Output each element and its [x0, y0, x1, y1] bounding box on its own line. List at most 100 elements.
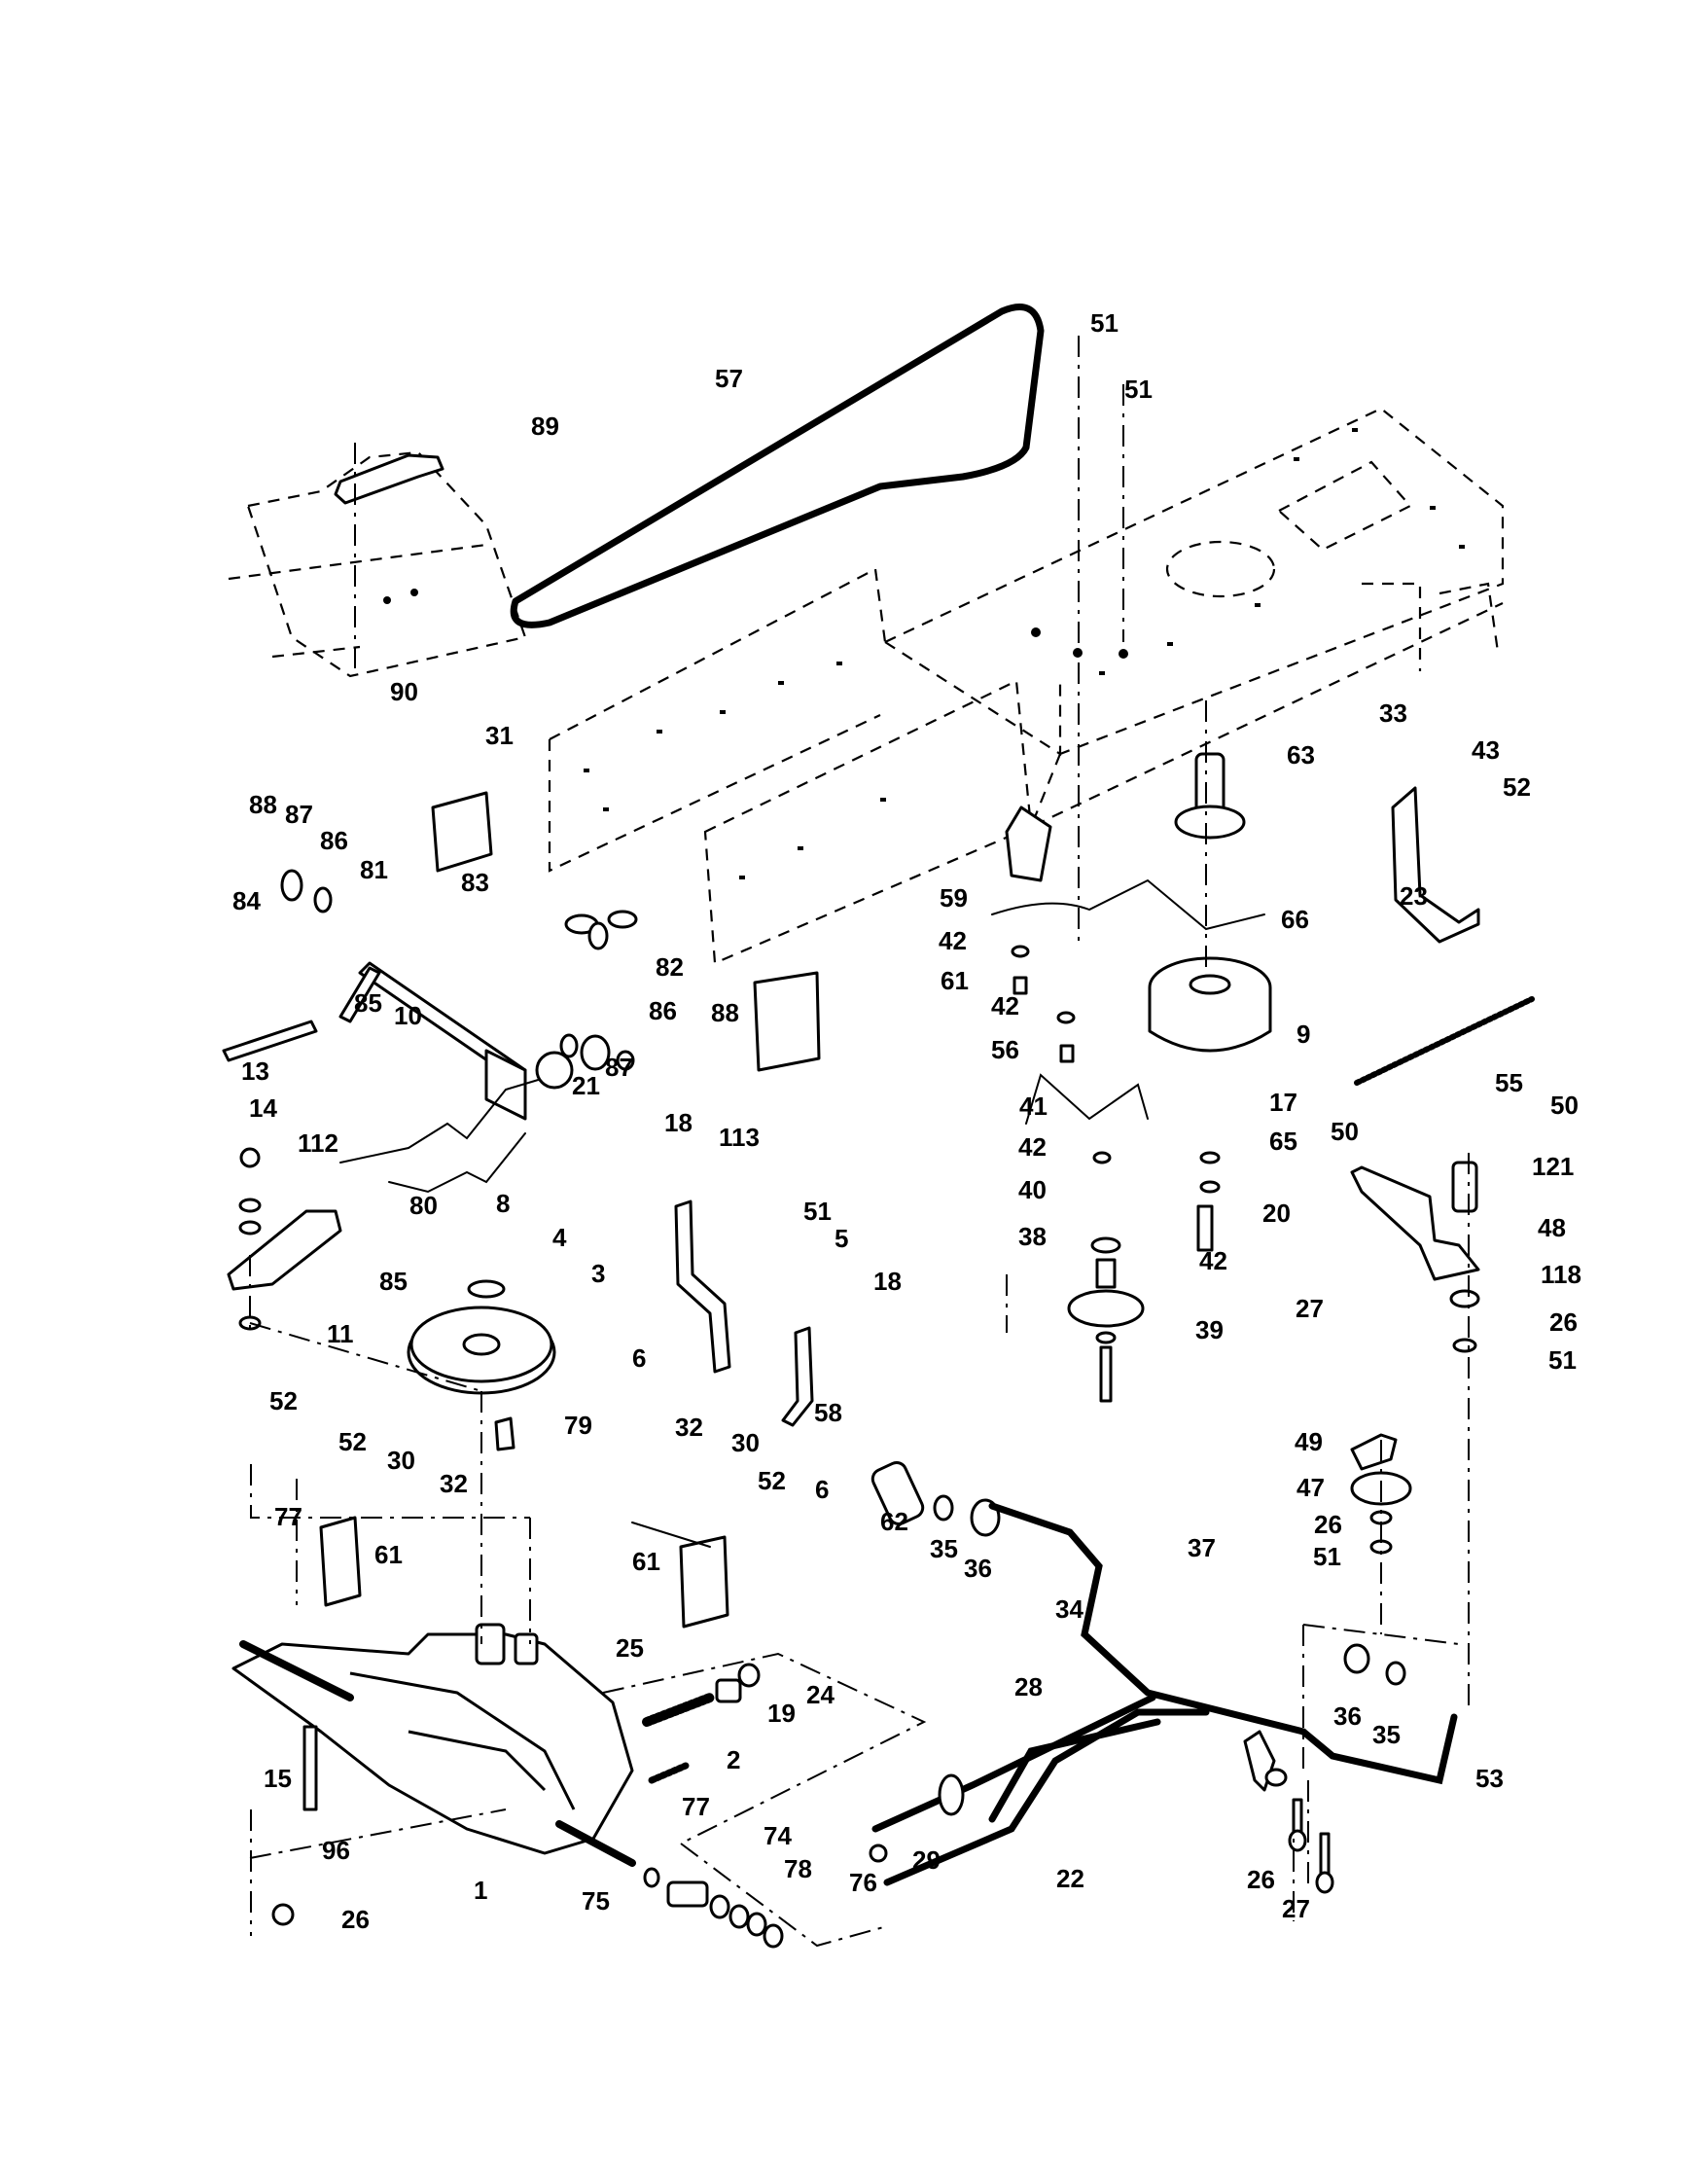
bracket-31: [431, 791, 493, 873]
callout-49: 49: [1295, 1427, 1323, 1456]
callout-32b: 32: [675, 1413, 703, 1442]
callout-43: 43: [1472, 735, 1500, 765]
bracket-58: [753, 971, 821, 1072]
bracket-23: [1391, 786, 1480, 944]
bracket-5: [781, 1326, 814, 1427]
callout-51e: 51: [1313, 1542, 1341, 1571]
callout-87b: 87: [605, 1053, 633, 1082]
callout-28: 28: [1014, 1672, 1043, 1701]
bracket-48: [1350, 1165, 1480, 1281]
callout-39: 39: [1195, 1315, 1224, 1344]
callout-42b: 42: [991, 991, 1019, 1020]
callout-74: 74: [764, 1821, 792, 1850]
spring-55: [1354, 996, 1535, 1086]
callout-36b: 36: [1333, 1701, 1362, 1731]
callout-24: 24: [806, 1680, 835, 1709]
callout-8: 8: [496, 1189, 510, 1218]
callout-26c: 26: [1314, 1510, 1342, 1539]
hardware-13: [239, 1147, 261, 1168]
bracket-30-right: [679, 1535, 729, 1629]
callout-35b: 35: [1372, 1720, 1401, 1749]
callout-36a: 36: [964, 1554, 992, 1583]
callout-51b: 51: [1124, 375, 1153, 404]
callout-29: 29: [912, 1845, 941, 1875]
spacer-74: [666, 1880, 709, 1908]
callout-3: 3: [591, 1259, 605, 1288]
callout-32a: 32: [440, 1469, 468, 1498]
callout-112: 112: [298, 1128, 338, 1158]
phantom-lines: [249, 336, 1470, 1948]
callout-80: 80: [409, 1191, 438, 1220]
bolt-15: [302, 1725, 318, 1811]
callout-88a: 88: [249, 790, 277, 819]
callout-57: 57: [715, 364, 743, 393]
callout-6a: 6: [632, 1343, 646, 1373]
bracket-30-left: [319, 1516, 362, 1607]
callout-40: 40: [1018, 1175, 1047, 1204]
bracket-113: [674, 1199, 731, 1374]
clutch-assembly: [991, 752, 1272, 1403]
callout-85b: 85: [379, 1267, 408, 1296]
callout-17: 17: [1269, 1088, 1297, 1117]
spring-25: [642, 1693, 715, 1727]
callout-79: 79: [564, 1411, 592, 1440]
transaxle: [231, 1623, 636, 1867]
callout-59: 59: [940, 883, 968, 913]
callout-89: 89: [531, 412, 559, 441]
callout-4: 4: [552, 1223, 567, 1252]
callout-121: 121: [1532, 1152, 1574, 1181]
washer-112: [238, 1220, 262, 1235]
callout-86a: 86: [320, 826, 348, 855]
plate-80: [227, 1209, 342, 1291]
callout-10: 10: [394, 1001, 422, 1030]
callout-78: 78: [784, 1854, 812, 1883]
callout-27a: 27: [1296, 1294, 1324, 1323]
callout-31: 31: [485, 721, 514, 750]
callout-83: 83: [461, 868, 489, 897]
callout-61c: 61: [941, 966, 969, 995]
callout-66: 66: [1281, 905, 1309, 934]
callout-61a: 61: [374, 1540, 403, 1569]
callout-62: 62: [880, 1507, 908, 1536]
callout-42d: 42: [1199, 1246, 1227, 1275]
callout-14: 14: [249, 1093, 277, 1123]
callout-84: 84: [232, 886, 261, 915]
callout-34: 34: [1055, 1594, 1083, 1624]
callout-22: 22: [1056, 1864, 1084, 1893]
callout-38: 38: [1018, 1222, 1047, 1251]
callout-118: 118: [1541, 1260, 1581, 1289]
callout-52b: 52: [338, 1427, 367, 1456]
callout-50b: 50: [1550, 1091, 1579, 1120]
callout-13: 13: [241, 1056, 269, 1086]
key-79: [494, 1416, 515, 1451]
callout-6b: 6: [815, 1475, 829, 1504]
callout-76: 76: [849, 1868, 877, 1897]
callout-18b: 18: [873, 1267, 902, 1296]
callout-75: 75: [582, 1886, 610, 1915]
pulley-3: [407, 1306, 556, 1395]
callout-18a: 18: [664, 1108, 693, 1137]
callout-33: 33: [1379, 698, 1407, 728]
callout-55: 55: [1495, 1068, 1523, 1097]
callout-65: 65: [1269, 1127, 1297, 1156]
callout-26b: 26: [1549, 1307, 1578, 1337]
callout-19: 19: [767, 1699, 796, 1728]
callout-90: 90: [390, 677, 418, 706]
callout-11: 11: [327, 1319, 354, 1348]
callout-63: 63: [1287, 740, 1315, 770]
callout-1: 1: [474, 1876, 487, 1905]
callout-87a: 87: [285, 800, 313, 829]
callout-82: 82: [656, 952, 684, 982]
callout-52d: 52: [1503, 772, 1531, 802]
callout-15: 15: [264, 1764, 292, 1793]
callout-9: 9: [1297, 1020, 1310, 1049]
callout-25: 25: [616, 1633, 644, 1663]
callout-23: 23: [1400, 881, 1428, 911]
callout-51d: 51: [1548, 1345, 1577, 1375]
callout-88b: 88: [711, 998, 739, 1027]
callout-37: 37: [1188, 1533, 1216, 1562]
spring-2: [648, 1762, 690, 1784]
callout-5: 5: [835, 1224, 848, 1253]
callout-58: 58: [814, 1398, 842, 1427]
